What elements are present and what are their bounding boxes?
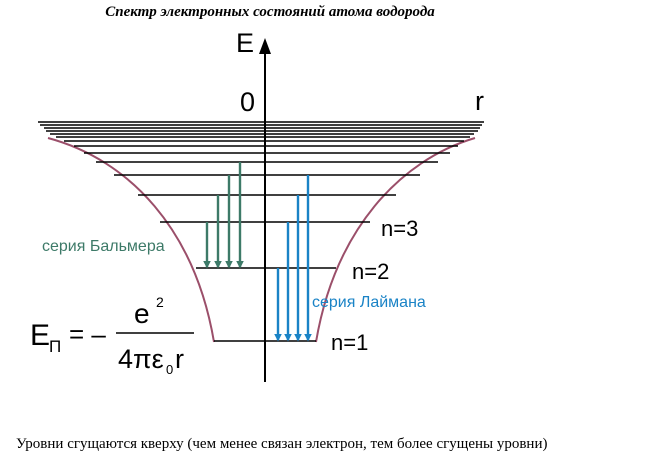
formula-lhs: E bbox=[30, 319, 50, 352]
diagram-title: Спектр электронных состояний атома водор… bbox=[105, 4, 435, 20]
level-label-n3: n=3 bbox=[381, 216, 418, 241]
formula-denominator: 4πε bbox=[118, 344, 164, 374]
potential-energy-formula: E П = – e 2 4πε 0 r bbox=[30, 294, 194, 377]
energy-level-diagram: E 0 r n=3 n=2 n=1 серия Бальмера серия Л… bbox=[30, 28, 484, 382]
level-label-n2: n=2 bbox=[352, 259, 389, 284]
formula-denominator-subscript: 0 bbox=[166, 362, 173, 377]
formula-denominator-tail: r bbox=[175, 344, 184, 374]
balmer-series-arrows bbox=[203, 162, 244, 269]
formula-equals: = – bbox=[69, 319, 106, 349]
origin-label: 0 bbox=[240, 87, 255, 117]
energy-axis-arrowhead bbox=[259, 38, 271, 54]
radius-axis-label: r bbox=[475, 86, 484, 116]
formula-numerator-superscript: 2 bbox=[156, 294, 164, 310]
formula-lhs-subscript: П bbox=[49, 337, 61, 356]
caption: Уровни сгущаются кверху (чем менее связа… bbox=[16, 436, 548, 452]
energy-axis-label: E bbox=[236, 28, 254, 58]
balmer-series-label: серия Бальмера bbox=[42, 238, 165, 255]
potential-well-curve bbox=[47, 137, 476, 343]
lyman-series-arrows bbox=[274, 175, 312, 342]
formula-numerator: e bbox=[134, 298, 150, 329]
level-label-n1: n=1 bbox=[331, 330, 368, 355]
lyman-series-label: серия Лаймана bbox=[312, 294, 426, 311]
